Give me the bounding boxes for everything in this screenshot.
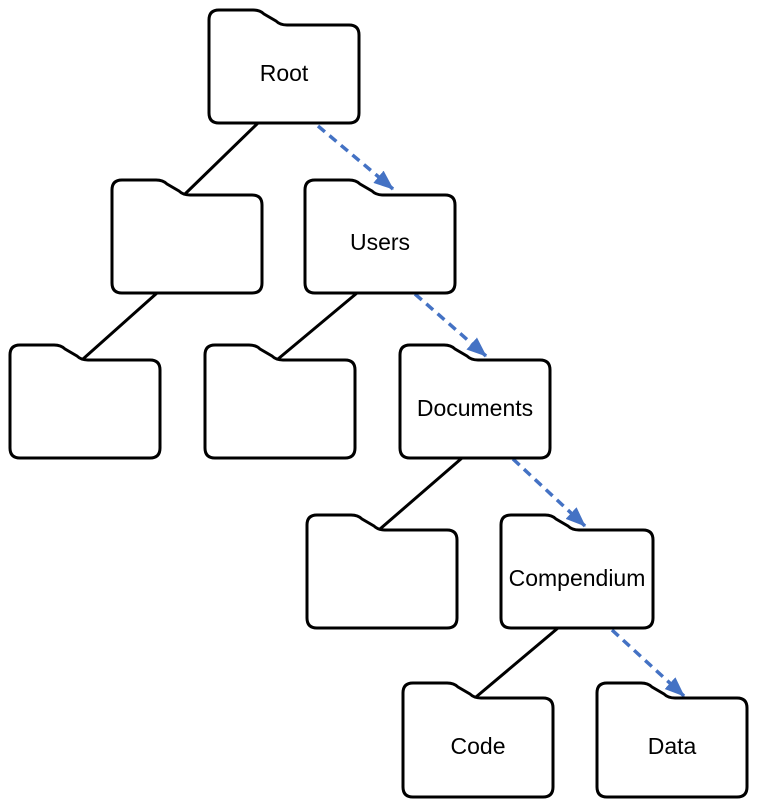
- folder-label: Root: [260, 60, 309, 86]
- tree-edge-users-unlabeled3b: [276, 291, 359, 361]
- folder-node-users: Users: [303, 178, 457, 295]
- folder-node-compendium: Compendium: [499, 513, 655, 630]
- folder-label: Documents: [417, 395, 533, 421]
- folder-icon: [499, 513, 655, 630]
- folder-label: Code: [451, 733, 506, 759]
- folder-node-documents: Documents: [398, 343, 552, 460]
- path-arrow-documents-compendium: [511, 457, 587, 528]
- tree-edge-root-unlabeled2: [183, 121, 260, 196]
- tree-edges: [81, 121, 560, 699]
- folder-icon: [398, 343, 552, 460]
- folder-icon: [207, 8, 361, 125]
- folder-icon: [303, 178, 457, 295]
- folder-icon: [305, 513, 459, 630]
- path-arrow-root-users: [316, 124, 395, 191]
- tree-edge-compendium-code: [474, 626, 560, 699]
- folder-node-root: Root: [207, 8, 361, 125]
- folder-icon: [8, 343, 162, 460]
- folder-node-unlabeled-l2: [110, 178, 264, 295]
- folder-node-code: Code: [401, 681, 555, 799]
- folder-label: Compendium: [509, 565, 646, 591]
- path-arrows: [316, 124, 686, 698]
- tree-edge-unlabeled2-unlabeled3a: [81, 291, 159, 361]
- folder-icon: [401, 681, 555, 799]
- folder-node-data: Data: [595, 681, 749, 799]
- folder-icon: [110, 178, 264, 295]
- folder-node-unlabeled-l3-a: [8, 343, 162, 460]
- folder-node-unlabeled-l4: [305, 513, 459, 630]
- folder-node-unlabeled-l3-b: [203, 343, 357, 460]
- folder-label: Users: [350, 229, 410, 255]
- folder-icon: [595, 681, 749, 799]
- path-arrow-compendium-data: [610, 628, 686, 698]
- path-arrow-users-documents: [413, 292, 488, 358]
- folder-label: Data: [648, 733, 697, 759]
- tree-edge-documents-unlabeled4: [378, 456, 464, 531]
- folder-icon: [203, 343, 357, 460]
